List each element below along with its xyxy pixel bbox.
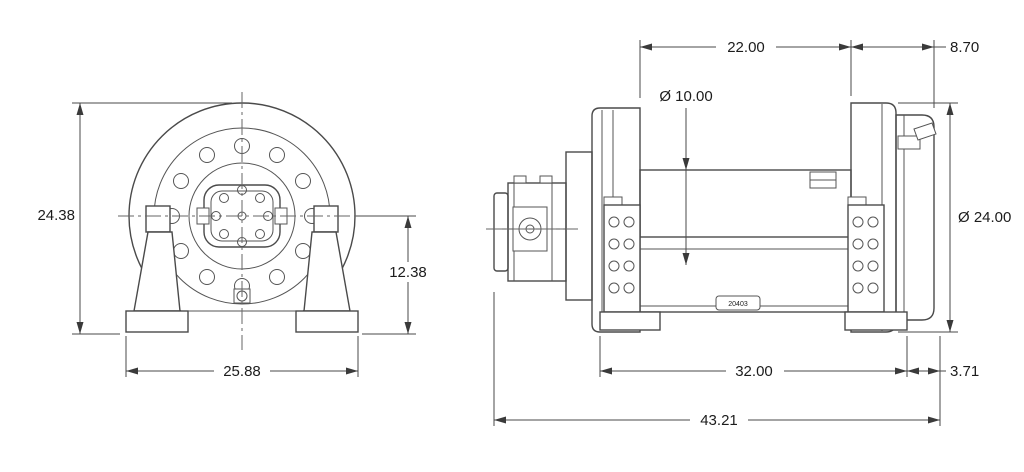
foot-right [295,310,359,333]
foot-pad-left [599,311,661,331]
mount-bracket-right [847,196,885,313]
dim-centerline-height: 12.38 [389,264,427,281]
front-view-dimensions: 24.38 12.38 25.88 [37,102,427,380]
clutch-lever [913,122,937,141]
bracket-tab-right [313,205,339,233]
dim-flange-diameter: Ø 24.00 [958,209,1011,226]
dim-drum-length: 22.00 [727,39,765,56]
serial-tag-label: 20403 [728,301,748,308]
dim-overall-length: 43.21 [700,412,738,429]
dim-motor-end-length: 8.70 [950,39,979,56]
motor-body [507,182,567,282]
foot-pad-right [844,311,908,331]
clutch-end-cap [895,114,937,321]
foot-left [125,310,189,333]
front-view [118,92,362,350]
bracket-tab-left [145,205,171,233]
bracket-left [133,231,181,312]
side-view: 20403 [486,102,937,333]
bolt-hole-pattern [164,138,320,294]
bracket-right [303,231,351,312]
dim-base-length: 32.00 [735,363,773,380]
mount-bracket-left [603,196,641,313]
serial-tag: 20403 [715,295,761,311]
bell-housing [565,151,593,301]
dim-drum-diameter: Ø 10.00 [659,88,712,105]
dim-overall-height: 24.38 [37,207,75,224]
pedestal-brackets [125,205,359,333]
dim-end-offset: 3.71 [950,363,979,380]
cable-keeper [809,171,837,189]
dim-base-width: 25.88 [223,363,261,380]
side-view-dimensions: 22.00 8.70 Ø 10.00 Ø 24.00 32.00 3.71 [493,39,1011,429]
motor-end-cap [493,192,509,272]
